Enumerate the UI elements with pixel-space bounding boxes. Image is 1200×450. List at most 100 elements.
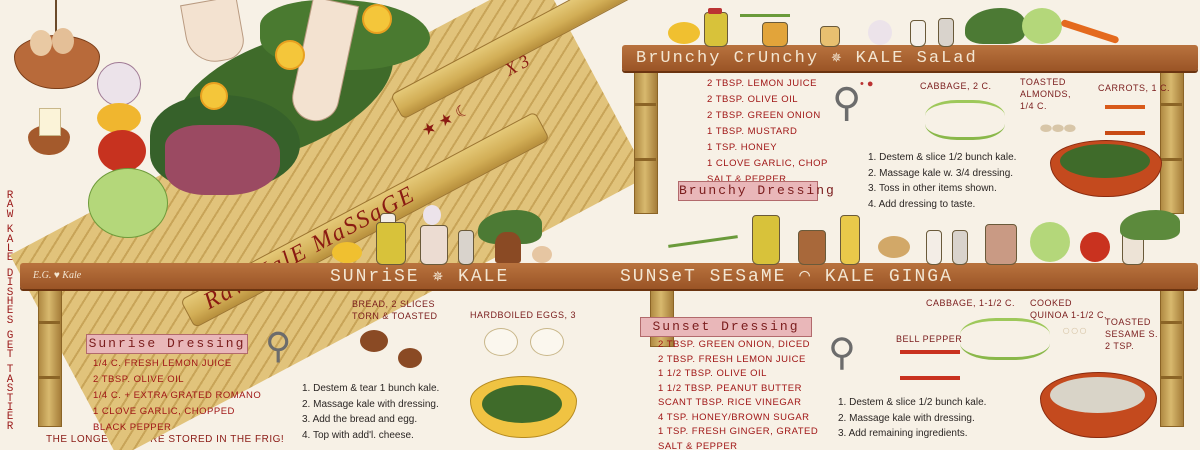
recipe-step: 2. Massage kale with dressing. bbox=[302, 398, 439, 410]
carrot-sticks bbox=[1105, 105, 1145, 135]
pepper-shaker bbox=[938, 18, 954, 47]
dressing-item: 2 Tbsp. olive oil bbox=[93, 374, 185, 385]
brunchy-dressing-list: 2 Tbsp. lemon juice 2 Tbsp. olive oil 2 Tb… bbox=[707, 76, 828, 188]
dressing-item: black pepper bbox=[93, 422, 172, 433]
peanut-butter-jar bbox=[798, 230, 826, 265]
green-onion bbox=[740, 14, 790, 17]
sunset-dressing-label: Sunset Dressing bbox=[640, 317, 812, 337]
brunchy-dressing-label: Brunchy Dressing bbox=[678, 181, 834, 201]
recipe-step: 1. Destem & tear 1 bunch kale. bbox=[302, 383, 440, 394]
sunrise-dressing-label: Sunrise Dressing bbox=[86, 334, 248, 354]
lemon-slice bbox=[275, 40, 305, 70]
shelf-post bbox=[38, 285, 62, 427]
salad bbox=[1060, 144, 1150, 178]
recipe-step: 3. Add remaining ingredients. bbox=[838, 428, 968, 439]
quinoa-grains: ○○○ bbox=[1062, 322, 1088, 338]
whisk-icon: ⚲ bbox=[832, 81, 862, 125]
quinoa-label: Cooked quinoa 1-1/2 c. bbox=[1030, 298, 1108, 320]
lemon bbox=[668, 22, 700, 44]
sunrise-recipe-title: SUNriSE ✵ KALE bbox=[330, 267, 510, 287]
garlic bbox=[868, 20, 892, 45]
salt-shaker bbox=[910, 20, 926, 47]
cabbage bbox=[1022, 8, 1062, 44]
kale-bunch bbox=[965, 8, 1025, 44]
dressing-item: 2 Tbsp. green onion, diced bbox=[658, 339, 811, 350]
dressing-item: 1 clove garlic, chopped bbox=[93, 406, 235, 417]
honey-jar bbox=[820, 26, 840, 47]
basket-rope bbox=[55, 0, 57, 38]
sesame-label: Toasted sesame s. 2 tsp. bbox=[1105, 317, 1159, 351]
green-onion bbox=[668, 235, 738, 248]
candle bbox=[39, 108, 61, 136]
tomato bbox=[98, 130, 146, 172]
pepper-strips bbox=[900, 350, 960, 380]
dressing-item: 2 Tbsp. lemon juice bbox=[707, 78, 817, 89]
recipe-step: 3. Toss in other items shown. bbox=[868, 183, 997, 194]
dressing-item: 1/4 c. fresh lemon juice bbox=[93, 358, 232, 369]
dressing-item: 2 Tbsp. olive oil bbox=[707, 94, 799, 105]
dressing-item: 2 Tbsp. fresh lemon juice bbox=[658, 353, 806, 365]
cheese-shaker bbox=[420, 225, 448, 265]
recipe-step: 4. Top with add'l. cheese. bbox=[302, 429, 414, 441]
garlic bbox=[423, 205, 441, 225]
recipe-step: 2. Massage kale w. 3/4 dressing. bbox=[868, 167, 1014, 179]
side-caption-letter: D bbox=[6, 267, 14, 280]
side-caption-letter: A bbox=[6, 233, 14, 246]
side-caption-letter: E bbox=[6, 339, 14, 352]
side-caption-letter: R bbox=[6, 420, 14, 433]
dressing-item: salt & pepper bbox=[707, 174, 787, 185]
egg-half bbox=[530, 328, 564, 356]
mustard-jar bbox=[762, 22, 788, 47]
pepper-shaker bbox=[458, 230, 474, 265]
dressing-item: salt & pepper bbox=[658, 440, 738, 450]
dressing-item: 1 clove garlic, chop bbox=[707, 158, 828, 169]
vinegar-bottle bbox=[840, 215, 860, 265]
salt-shaker bbox=[926, 230, 942, 265]
eggs-label: Hardboiled eggs, 3 bbox=[470, 310, 577, 320]
almonds-label: Toasted Almonds, 1/4 c. bbox=[1020, 77, 1072, 111]
dressing-item: 2 Tbsp. green onion bbox=[707, 110, 821, 121]
sunrise-dressing-list: 1/4 c. fresh lemon juice 2 Tbsp. olive oi… bbox=[93, 356, 261, 436]
dressing-ingredients-icons: • ● bbox=[860, 78, 874, 90]
shelf-post bbox=[1160, 62, 1184, 214]
side-caption-letter: T bbox=[6, 364, 14, 377]
side-caption-letter: I bbox=[6, 277, 14, 290]
recipe-step: 4. Add dressing to taste. bbox=[868, 198, 976, 210]
side-caption-letter: W bbox=[6, 208, 14, 221]
dressing-item: scant Tbsp. rice vinegar bbox=[658, 397, 802, 408]
side-caption-letter: A bbox=[6, 199, 14, 212]
side-caption-letter: S bbox=[6, 383, 14, 396]
carrot bbox=[1060, 18, 1120, 45]
almonds: ⬬⬬⬬ bbox=[1040, 120, 1076, 136]
shelf-post bbox=[634, 62, 658, 214]
olive-oil-bottle bbox=[704, 12, 728, 47]
side-caption-letter: S bbox=[6, 314, 14, 327]
sunset-dressing-list: 2 Tbsp. green onion, diced 2 Tbsp. fresh … bbox=[658, 338, 818, 450]
side-caption-letter: T bbox=[6, 349, 14, 361]
olive-oil-bottle bbox=[752, 215, 780, 265]
bottom-shelf bbox=[20, 263, 1198, 289]
cabbage bbox=[88, 168, 168, 238]
egg bbox=[532, 246, 552, 263]
carrots-label: Carrots, 1 c. bbox=[1098, 83, 1171, 93]
bottle-cap bbox=[708, 8, 722, 14]
egg bbox=[30, 30, 52, 56]
top-recipe-title: BrUnchy CrUnchy ✵ KALE SaLad bbox=[636, 49, 978, 68]
sunset-cabbage-label: Cabbage, 1-1/2 c. bbox=[926, 298, 1016, 308]
garlic bbox=[97, 62, 141, 106]
towel bbox=[165, 125, 280, 195]
bell-pepper-label: Bell pepper bbox=[896, 334, 963, 344]
lemon-slice bbox=[362, 4, 392, 34]
bell-pepper bbox=[1080, 232, 1110, 262]
side-caption-letter: H bbox=[6, 296, 14, 308]
top-shelf bbox=[622, 45, 1198, 71]
dressing-item: 1 1/2 Tbsp. olive oil bbox=[658, 368, 767, 379]
olive-oil-bottle bbox=[376, 222, 406, 265]
side-caption-letter: A bbox=[6, 373, 14, 386]
bread-pieces bbox=[398, 348, 422, 368]
lemon bbox=[97, 103, 141, 133]
side-caption-letter: G bbox=[6, 330, 14, 343]
ginger bbox=[878, 236, 910, 258]
sunset-steps: 1. Destem & slice 1/2 bunch kale.2. Mass… bbox=[838, 395, 986, 442]
